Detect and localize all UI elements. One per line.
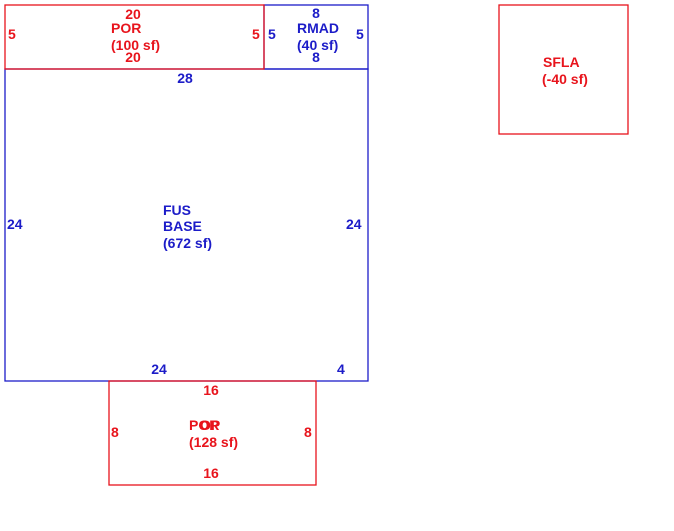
por-top-dim-right: 5 <box>252 26 260 42</box>
por-bottom-dim-left: 8 <box>111 424 119 440</box>
rmad-dim-top: 8 <box>312 5 320 21</box>
por-bottom-label: POR <box>189 417 219 433</box>
rmad-dim-left: 5 <box>268 26 276 42</box>
por-top-outline <box>4 4 265 70</box>
fus-base-dim-right: 24 <box>346 216 362 232</box>
rmad-dim-bottom: 8 <box>312 49 320 65</box>
fus-base-dim-bottom: 24 <box>151 361 167 377</box>
por-top-dim-left: 5 <box>8 26 16 42</box>
sfla-area: (-40 sf) <box>542 71 588 87</box>
por-bottom-dim-top: 16 <box>203 382 219 398</box>
fus-base-label-line1: FUS <box>163 202 191 218</box>
por-top-label: POR <box>111 20 141 36</box>
sfla-label: SFLA <box>543 54 580 70</box>
por-bottom-label-overlap: OP <box>200 417 220 433</box>
por-top-dim-bottom: 20 <box>125 49 141 65</box>
fus-base-area: (672 sf) <box>163 235 212 251</box>
fus-base-dim-bottom-right: 4 <box>337 361 345 377</box>
por-top-dim-top: 20 <box>125 6 141 22</box>
por-bottom-outline <box>108 380 317 486</box>
fus-base-dim-top: 28 <box>177 70 193 86</box>
rmad-dim-right: 5 <box>356 26 364 42</box>
por-top-area: (100 sf) <box>111 37 160 53</box>
rmad-area: (40 sf) <box>297 37 338 53</box>
por-bottom-dim-bottom: 16 <box>203 465 219 481</box>
rmad-label: RMAD <box>297 20 339 36</box>
por-bottom-dim-right: 8 <box>304 424 312 440</box>
fus-base-label-line2: BASE <box>163 218 202 234</box>
por-bottom-area: (128 sf) <box>189 434 238 450</box>
sfla-outline <box>498 4 629 135</box>
fus-base-dim-left: 24 <box>7 216 23 232</box>
